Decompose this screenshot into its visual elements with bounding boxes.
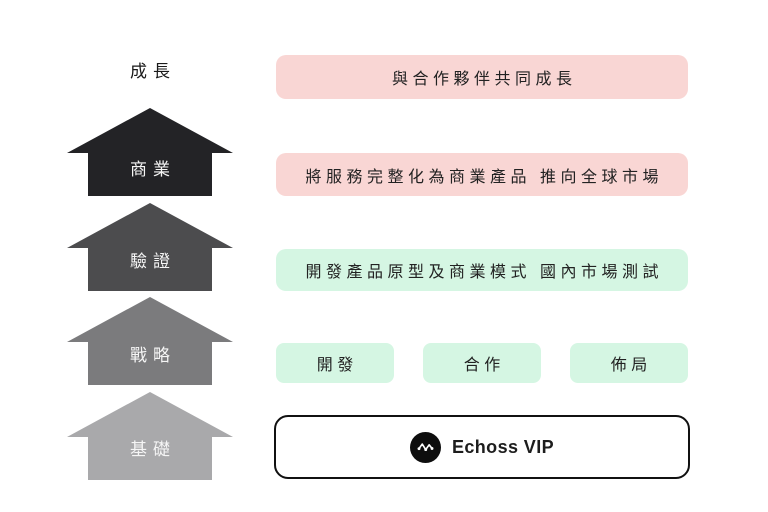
stage-label-validation: 驗證 (130, 252, 176, 271)
validation-detail-box: 開發產品原型及商業模式 國內市場測試 (276, 249, 688, 291)
stage-arrow-validation (67, 203, 233, 291)
brand-name-text: Echoss VIP (451, 436, 555, 457)
strategy-boxes-row: 開發 合作 佈局 (276, 343, 688, 383)
business-detail-box: 將服務完整化為商業產品 推向全球市場 (276, 153, 688, 196)
growth-detail-box: 與合作夥伴共同成長 (276, 55, 688, 99)
stage-label-foundation: 基礎 (130, 440, 176, 459)
echoss-wave-logo-icon (409, 431, 441, 463)
stage-arrow-strategy (67, 297, 233, 385)
up-arrow-icon (67, 297, 233, 385)
stage-label-growth: 成長 (130, 62, 176, 81)
foundation-brand-box: Echoss VIP (274, 415, 690, 479)
up-arrow-icon (67, 392, 233, 480)
strategy-box-layout: 佈局 (570, 343, 688, 383)
stage-arrow-foundation (67, 392, 233, 480)
up-arrow-icon (67, 108, 233, 196)
strategy-box-cooperate: 合作 (423, 343, 541, 383)
stage-label-strategy: 戰略 (130, 346, 176, 365)
stage-arrow-business (67, 108, 233, 196)
up-arrow-icon (67, 203, 233, 291)
strategy-box-develop: 開發 (276, 343, 394, 383)
stage-label-business: 商業 (130, 160, 176, 179)
